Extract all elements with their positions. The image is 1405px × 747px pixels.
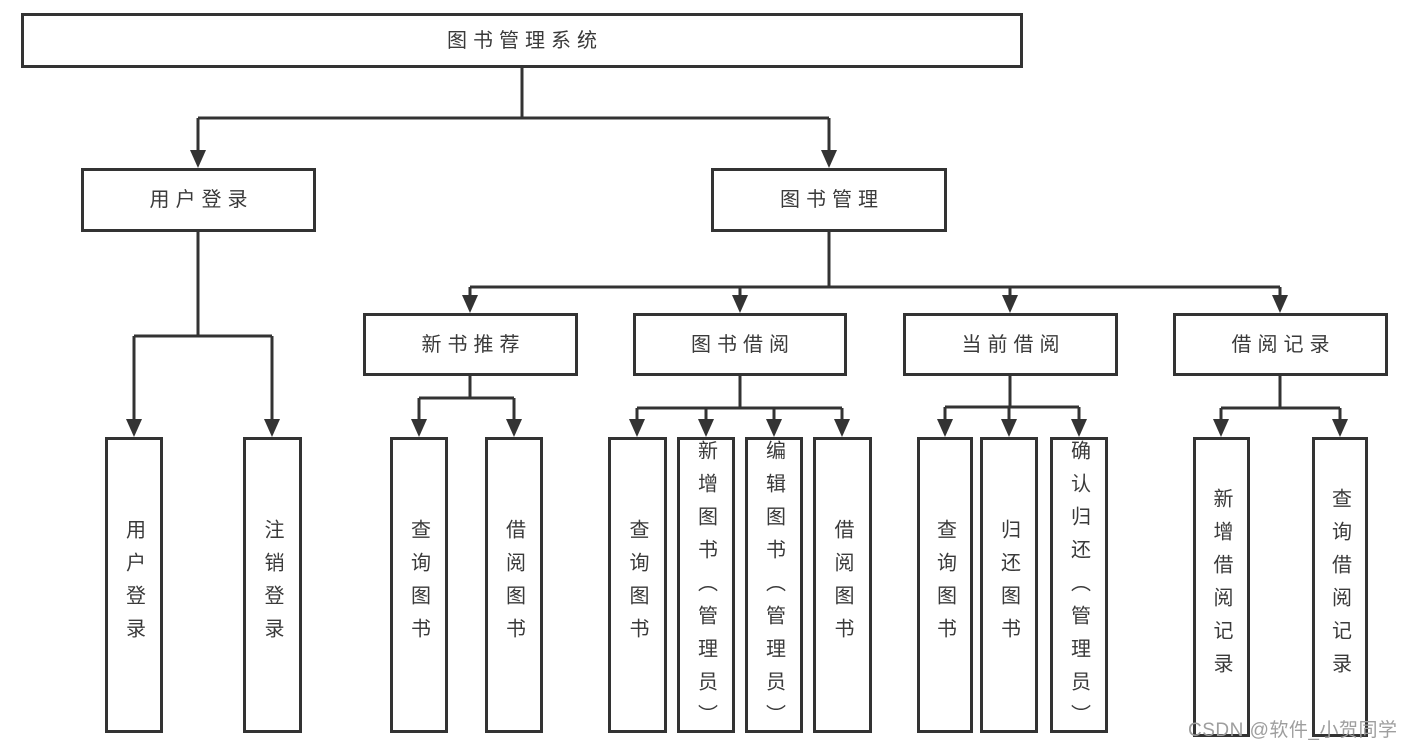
leaf-add-book-admin: 新增图书（管理员） <box>677 437 735 737</box>
csdn-watermark: CSDN @软件_小贺同学 <box>1188 720 1398 741</box>
arrowhead <box>506 419 522 437</box>
leaf-borrow-book-2: 借阅图书 <box>813 437 872 733</box>
leaf-query-book-1: 查询图书 <box>390 437 448 733</box>
arrowhead <box>1332 419 1348 437</box>
arrowhead <box>834 419 850 437</box>
node-current-borrow: 当前借阅 <box>903 313 1118 376</box>
arrowhead <box>698 419 714 437</box>
arrowhead <box>1071 419 1087 437</box>
arrowhead <box>190 150 206 168</box>
leaf-borrow-book-1: 借阅图书 <box>485 437 543 733</box>
arrowhead <box>937 419 953 437</box>
arrowhead <box>732 295 748 313</box>
leaf-confirm-return-admin: 确认归还（管理员） <box>1050 437 1108 737</box>
arrowhead <box>766 419 782 437</box>
leaf-query-book-3: 查询图书 <box>917 437 973 733</box>
node-book-management: 图书管理 <box>711 168 947 232</box>
arrowhead <box>821 150 837 168</box>
arrowhead <box>1001 419 1017 437</box>
node-user-login: 用户登录 <box>81 168 316 232</box>
arrowhead <box>264 419 280 437</box>
leaf-logout: 注销登录 <box>243 437 302 733</box>
arrowhead <box>629 419 645 437</box>
node-root: 图书管理系统 <box>21 13 1023 68</box>
arrowhead <box>411 419 427 437</box>
arrowhead <box>1213 419 1229 437</box>
arrowhead <box>462 295 478 313</box>
leaf-user-login: 用户登录 <box>105 437 163 733</box>
arrowhead <box>1002 295 1018 313</box>
leaf-query-borrow-record: 查询借阅记录 <box>1312 437 1368 737</box>
leaf-edit-book-admin: 编辑图书（管理员） <box>745 437 803 737</box>
leaf-query-book-2: 查询图书 <box>608 437 667 733</box>
leaf-add-borrow-record: 新增借阅记录 <box>1193 437 1250 737</box>
arrowhead <box>126 419 142 437</box>
node-book-borrow: 图书借阅 <box>633 313 847 376</box>
node-new-book-recommend: 新书推荐 <box>363 313 578 376</box>
arrowhead <box>1272 295 1288 313</box>
leaf-return-book: 归还图书 <box>980 437 1038 733</box>
node-borrow-records: 借阅记录 <box>1173 313 1388 376</box>
